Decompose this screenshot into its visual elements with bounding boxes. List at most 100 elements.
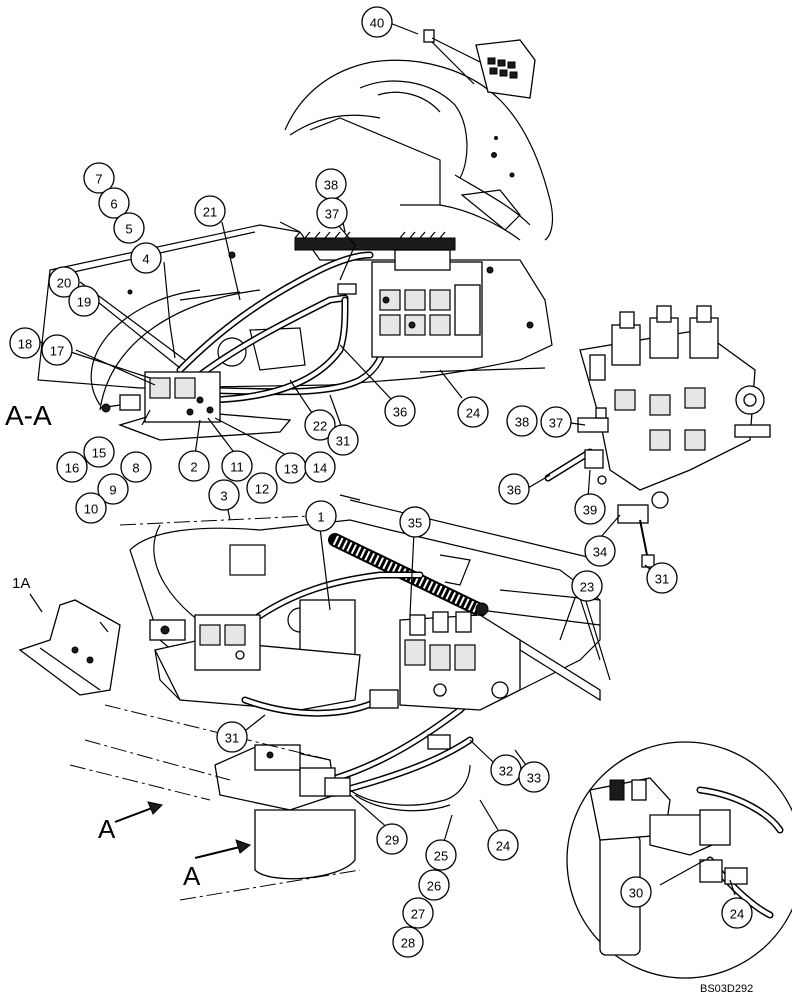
- callout-8: 8: [120, 451, 152, 483]
- callout-23: 23: [571, 570, 603, 602]
- callout-number: 33: [527, 771, 541, 786]
- callout-number: 12: [255, 482, 269, 497]
- callout-number: 35: [408, 516, 422, 531]
- callout-number: 9: [109, 483, 116, 498]
- filter-detail-circle: [566, 741, 792, 979]
- callout-31: 31: [327, 424, 359, 456]
- callout-circle: [457, 396, 489, 428]
- callout-38: 38: [315, 168, 347, 200]
- callout-circle: [120, 451, 152, 483]
- callout-circle: [130, 242, 162, 274]
- callout-number: 14: [313, 461, 327, 476]
- callout-number: 8: [132, 461, 139, 476]
- callout-circle: [75, 492, 107, 524]
- callout-number: 17: [50, 344, 64, 359]
- callout-circle: [41, 334, 73, 366]
- callout-circle: [646, 562, 678, 594]
- callout-circle: [316, 197, 348, 229]
- callout-circle: [620, 876, 652, 908]
- callout-29: 29: [376, 823, 408, 855]
- callout-number: 5: [125, 222, 132, 237]
- callout-number: 37: [325, 207, 339, 222]
- callout-7: 7: [83, 162, 115, 194]
- callout-40: 40: [361, 6, 393, 38]
- callout-10: 10: [75, 492, 107, 524]
- callout-circle: [208, 479, 240, 511]
- callout-number: 3: [220, 489, 227, 504]
- callout-27: 27: [402, 897, 434, 929]
- section-a-a-control-valve: [294, 231, 483, 358]
- callout-11: 11: [221, 450, 253, 482]
- callout-32: 32: [490, 754, 522, 786]
- rocker-switch: [423, 29, 481, 85]
- callout-36: 36: [384, 395, 416, 427]
- callout-circle: [113, 212, 145, 244]
- bracket-1a: [18, 599, 121, 696]
- callout-number: 21: [203, 205, 217, 220]
- callout-number: 31: [655, 572, 669, 587]
- callout-circle: [392, 926, 424, 958]
- callout-2: 2: [178, 450, 210, 482]
- callout-14: 14: [304, 451, 336, 483]
- callout-number: 36: [507, 483, 521, 498]
- callout-number: 18: [18, 337, 32, 352]
- callout-number: 38: [515, 415, 529, 430]
- section-a-a-label: A-A: [5, 400, 52, 431]
- callout-24: 24: [721, 897, 753, 929]
- callout-circle: [83, 162, 115, 194]
- callout-19: 19: [68, 285, 100, 317]
- callout-28: 28: [392, 926, 424, 958]
- drawing-code: BS03D292: [700, 983, 753, 995]
- callout-number: 2: [190, 460, 197, 475]
- valve-detail-fittings: [544, 407, 669, 568]
- callout-33: 33: [518, 761, 550, 793]
- callout-number: 37: [549, 416, 563, 431]
- callout-number: 4: [142, 252, 149, 267]
- callout-circle: [571, 570, 603, 602]
- callout-circle: [304, 451, 336, 483]
- callout-circle: [304, 409, 336, 441]
- callout-30: 30: [620, 876, 652, 908]
- main-view-solenoid-block: [149, 614, 261, 671]
- callout-22: 22: [304, 409, 336, 441]
- view-arrow-label-a-lower-left: A: [98, 814, 116, 844]
- callout-17: 17: [41, 334, 73, 366]
- callout-number: 20: [57, 276, 71, 291]
- part-1a-leader: [29, 593, 43, 613]
- callout-25: 25: [425, 839, 457, 871]
- callout-34: 34: [584, 535, 616, 567]
- callout-circle: [418, 869, 450, 901]
- callout-9: 9: [97, 473, 129, 505]
- callout-number: 31: [336, 434, 350, 449]
- callout-circle: [584, 535, 616, 567]
- callout-35: 35: [399, 506, 431, 538]
- view-arrows: [114, 801, 252, 859]
- callout-number: 36: [393, 405, 407, 420]
- callout-number: 24: [730, 907, 744, 922]
- callout-21: 21: [194, 195, 226, 227]
- callout-circle: [98, 187, 130, 219]
- callout-circle: [376, 823, 408, 855]
- callout-37: 37: [540, 406, 572, 438]
- callout-number: 13: [284, 462, 298, 477]
- callout-12: 12: [246, 472, 278, 504]
- callout-16: 16: [56, 451, 88, 483]
- callout-number: 26: [427, 879, 441, 894]
- callout-circle: [68, 285, 100, 317]
- part-1a-label: 1A: [12, 575, 30, 592]
- callout-3: 3: [208, 479, 240, 511]
- callout-26: 26: [418, 869, 450, 901]
- callout-20: 20: [48, 266, 80, 298]
- main-view-control-valve: [369, 611, 521, 750]
- callout-circle: [721, 897, 753, 929]
- callout-number: 24: [466, 406, 480, 421]
- callout-31: 31: [646, 562, 678, 594]
- callout-circle: [327, 424, 359, 456]
- filter-assembly: [214, 744, 356, 880]
- control-valve-detail: [579, 305, 771, 491]
- callout-number: 32: [499, 764, 513, 779]
- callout-18: 18: [9, 327, 41, 359]
- callout-circle: [498, 473, 530, 505]
